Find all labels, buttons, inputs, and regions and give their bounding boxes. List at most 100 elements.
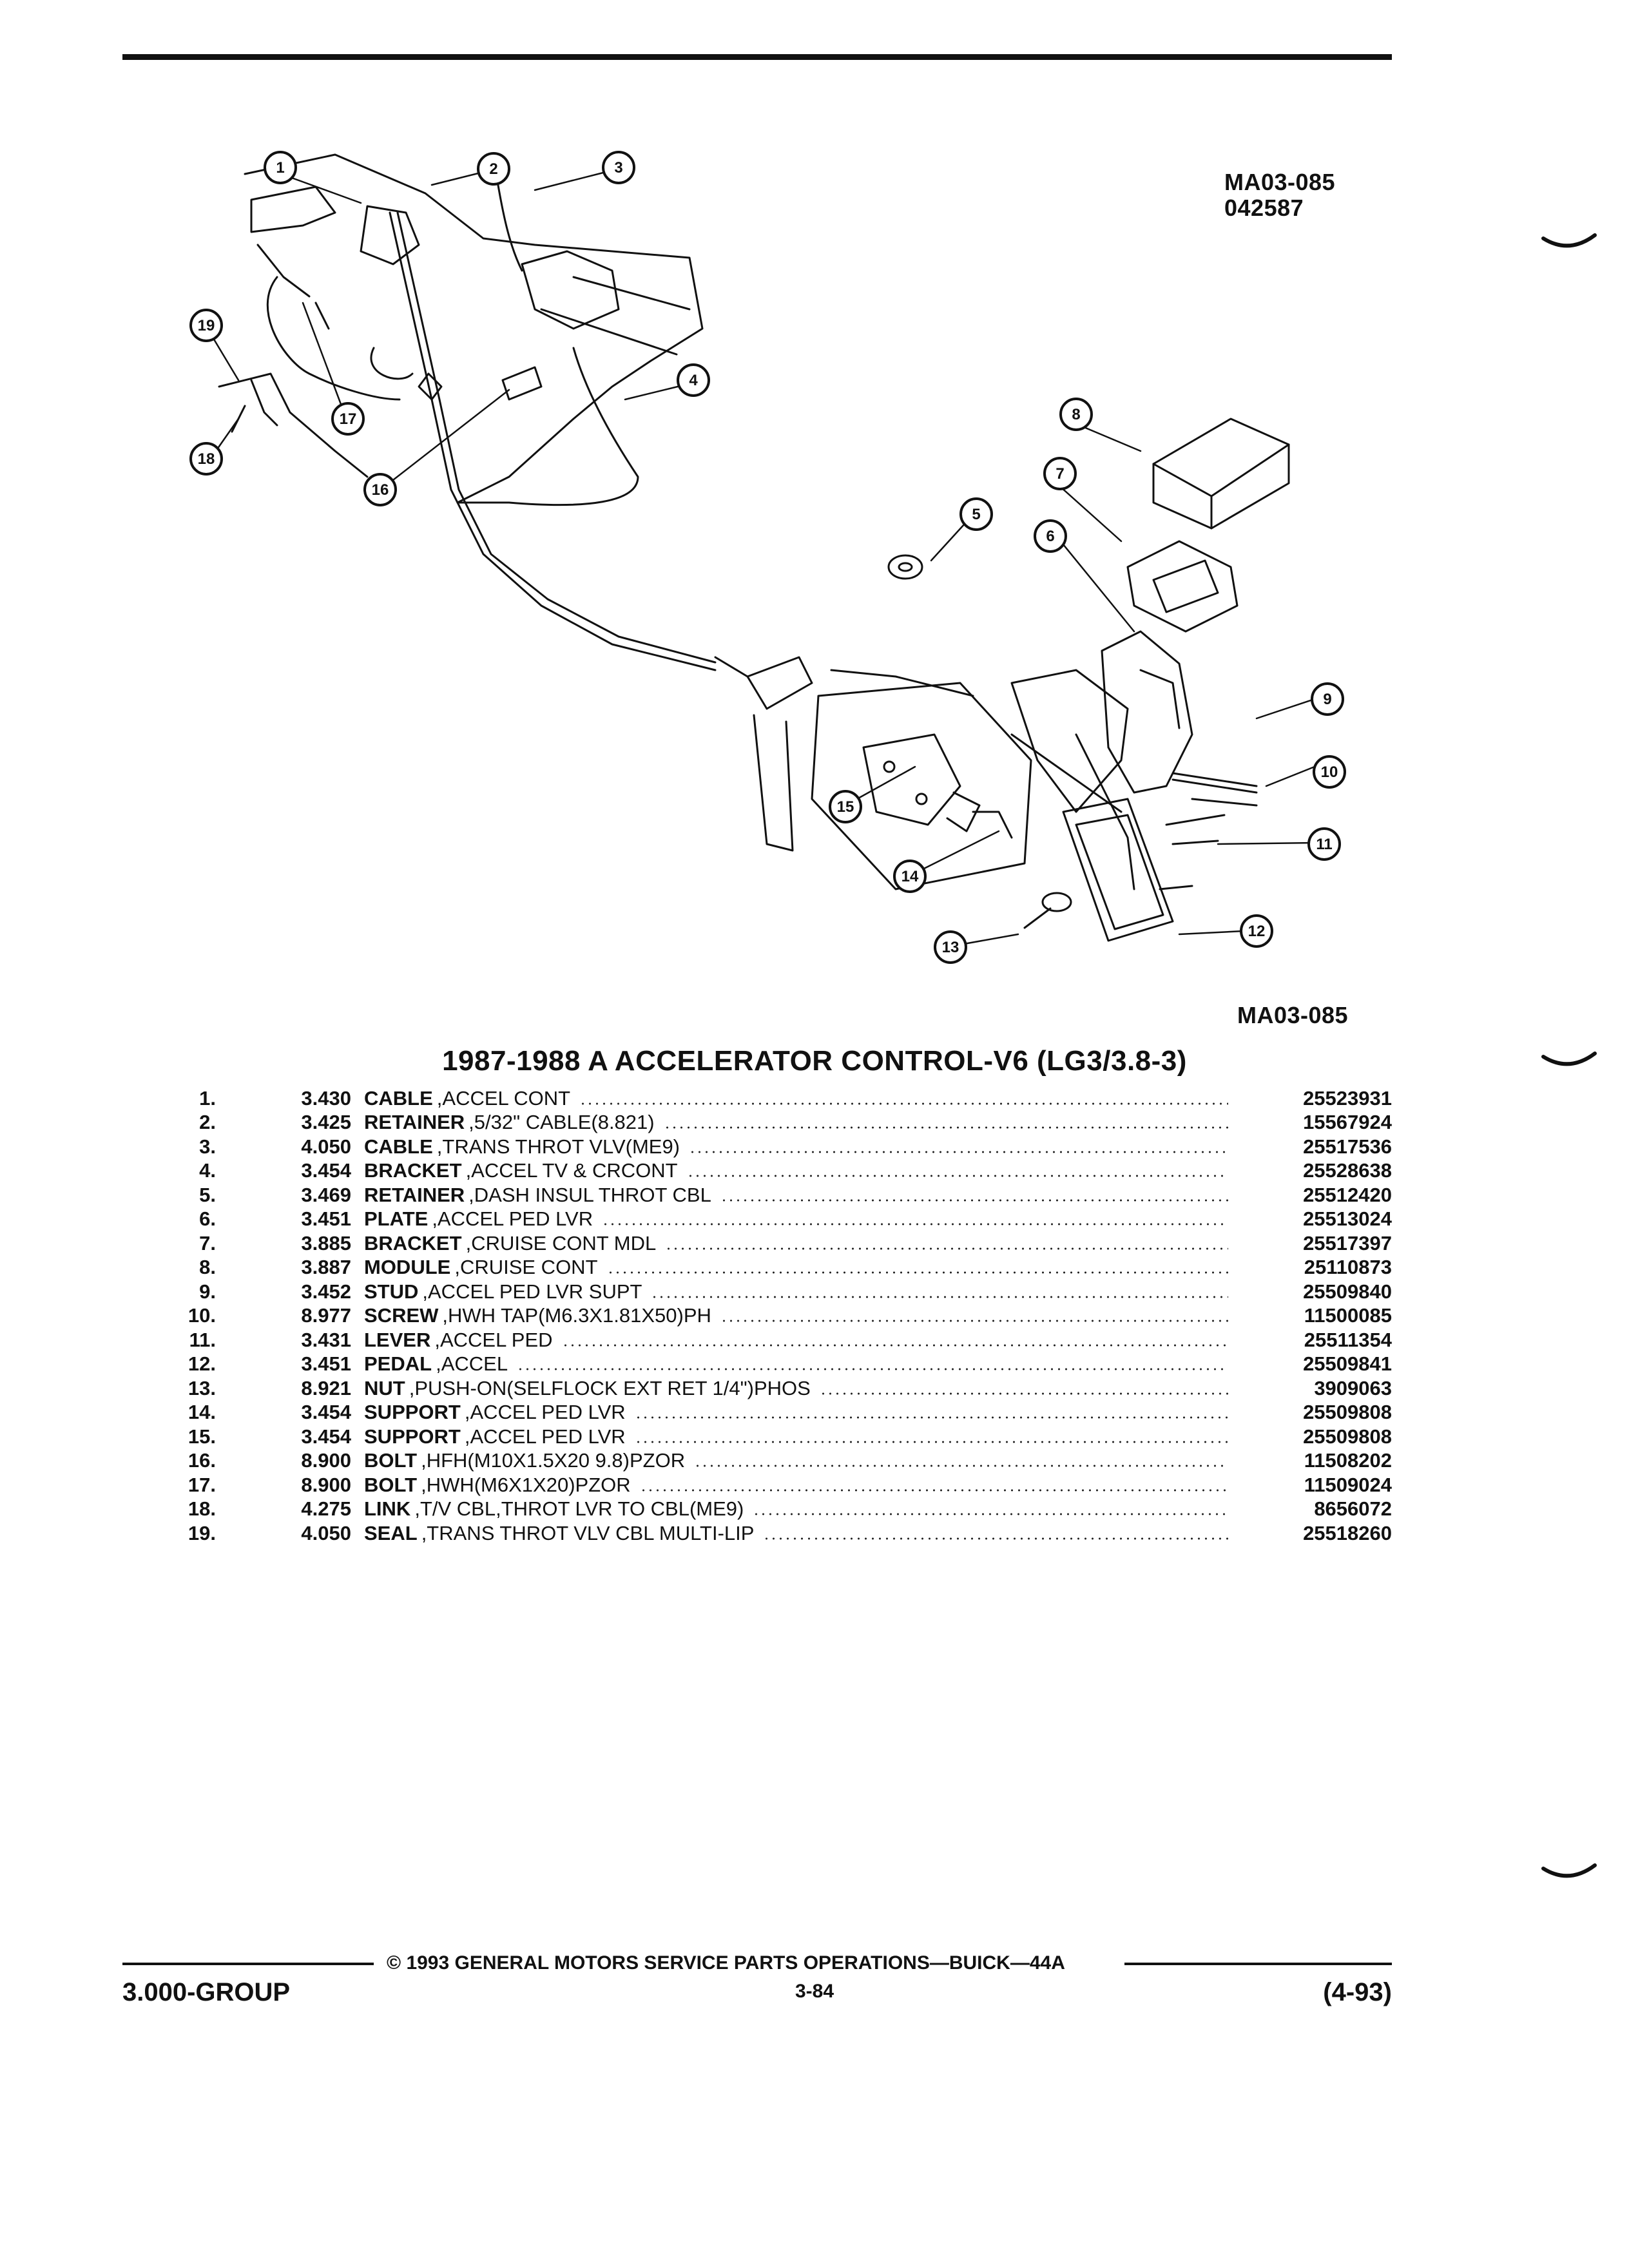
part-number-index: 2. [199, 1111, 216, 1134]
part-number-index: 12. [188, 1352, 216, 1376]
part-number-index: 3. [199, 1135, 216, 1158]
part-detail: ,ACCEL CONT [436, 1086, 571, 1110]
svg-text:19: 19 [198, 317, 215, 334]
diagram-code-top: MA03-085 [1224, 169, 1336, 195]
part-group-code: 8.977 [301, 1304, 351, 1327]
part-name: SCREW [364, 1304, 439, 1327]
part-detail: ,ACCEL PED LVR [432, 1207, 593, 1231]
part-name: BOLT [364, 1473, 418, 1496]
part-number-index: 5. [199, 1183, 216, 1206]
svg-text:18: 18 [198, 450, 215, 468]
part-detail: ,ACCEL [436, 1352, 508, 1376]
part-description: CABLE,ACCEL CONT [364, 1087, 570, 1110]
part-catalog-number: 11500085 [1304, 1304, 1392, 1327]
part-catalog-number: 25513024 [1303, 1207, 1392, 1231]
part-detail: ,TRANS THROT VLV(ME9) [436, 1135, 680, 1158]
dot-leader [689, 1150, 1228, 1153]
dot-leader [517, 1368, 1228, 1370]
part-detail: ,ACCEL TV & CRCONT [465, 1159, 678, 1182]
part-number-index: 14. [188, 1401, 216, 1424]
part-detail: ,5/32" CABLE(8.821) [468, 1111, 655, 1134]
part-number-index: 7. [199, 1231, 216, 1254]
dot-leader [665, 1247, 1228, 1250]
svg-text:14: 14 [901, 868, 919, 885]
part-catalog-number: 25110873 [1304, 1256, 1392, 1279]
part-description: STUD,ACCEL PED LVR SUPT [364, 1280, 642, 1303]
svg-text:6: 6 [1046, 528, 1054, 545]
part-detail: ,CRUISE CONT MDL [465, 1231, 657, 1254]
part-catalog-number: 25509808 [1303, 1401, 1392, 1424]
svg-text:9: 9 [1323, 691, 1331, 708]
part-group-code: 3.885 [301, 1231, 351, 1254]
page-title: 1987-1988 A ACCELERATOR CONTROL-V6 (LG3/… [442, 1045, 1187, 1077]
part-description: RETAINER,5/32" CABLE(8.821) [364, 1111, 655, 1134]
part-number-index: 17. [188, 1473, 216, 1496]
part-group-code: 3.451 [301, 1352, 351, 1376]
part-description: SCREW,HWH TAP(M6.3X1.81X50)PH [364, 1304, 711, 1327]
part-name: PEDAL [364, 1352, 432, 1376]
bolts-drawing [231, 302, 1258, 807]
dot-leader [561, 1343, 1228, 1347]
footer-rule-left [122, 1963, 374, 1965]
part-catalog-number: 25523931 [1303, 1086, 1392, 1110]
part-catalog-number: 25517397 [1303, 1231, 1392, 1254]
part-number-index: 6. [199, 1207, 216, 1231]
part-group-code: 3.451 [301, 1207, 351, 1231]
part-name: SUPPORT [364, 1401, 461, 1424]
part-description: LEVER,ACCEL PED [364, 1329, 553, 1352]
part-name: RETAINER [364, 1183, 465, 1206]
dot-leader [694, 1465, 1228, 1467]
svg-text:17: 17 [340, 410, 357, 428]
part-group-code: 4.050 [301, 1135, 351, 1158]
svg-text:16: 16 [372, 481, 389, 499]
part-description: CABLE,TRANS THROT VLV(ME9) [364, 1135, 680, 1158]
svg-text:3: 3 [614, 159, 622, 177]
part-name: PLATE [364, 1207, 429, 1231]
dot-leader [634, 1416, 1228, 1419]
part-group-code: 3.425 [301, 1111, 351, 1134]
part-row: 7. 3.885 BRACKET,CRUISE CONT MDL 25517397 [155, 1231, 1392, 1256]
part-group-code: 8.921 [301, 1376, 351, 1399]
part-detail: ,ACCEL PED LVR SUPT [422, 1280, 642, 1303]
svg-text:12: 12 [1248, 923, 1266, 940]
svg-text:7: 7 [1055, 465, 1064, 483]
dot-leader [663, 1126, 1228, 1129]
dot-leader [686, 1175, 1228, 1177]
exploded-parts-diagram: 1 2 3 4 5 6 7 8 9 10 11 12 13 14 15 16 1… [189, 151, 1346, 964]
part-number-index: 9. [199, 1280, 216, 1303]
part-detail: ,ACCEL PED LVR [464, 1425, 626, 1448]
part-name: BRACKET [364, 1231, 462, 1254]
diagram-code-bottom: MA03-085 [1237, 1002, 1349, 1028]
part-catalog-number: 11508202 [1304, 1449, 1392, 1472]
dot-leader [651, 1295, 1228, 1298]
part-description: PLATE,ACCEL PED LVR [364, 1207, 593, 1231]
part-description: PEDAL,ACCEL [364, 1352, 508, 1376]
top-rule [122, 54, 1392, 60]
part-catalog-number: 25511354 [1304, 1328, 1392, 1351]
part-name: LEVER [364, 1328, 431, 1351]
part-number-index: 1. [199, 1086, 216, 1110]
page-number: 3-84 [795, 1981, 834, 2002]
part-name: BRACKET [364, 1159, 462, 1182]
footer-copyright-line: © 1993 GENERAL MOTORS SERVICE PARTS OPER… [122, 1952, 1392, 1975]
part-description: BOLT,HFH(M10X1.5X20 9.8)PZOR [364, 1449, 685, 1472]
part-name: SUPPORT [364, 1425, 461, 1448]
part-description: NUT,PUSH-ON(SELFLOCK EXT RET 1/4")PHOS [364, 1377, 811, 1400]
part-detail: ,PUSH-ON(SELFLOCK EXT RET 1/4")PHOS [409, 1376, 811, 1399]
part-group-code: 4.050 [301, 1521, 351, 1544]
part-detail: ,TRANS THROT VLV CBL MULTI-LIP [421, 1521, 755, 1544]
svg-text:10: 10 [1321, 764, 1338, 781]
push-on-nut-drawing [1041, 892, 1072, 912]
part-number-index: 18. [188, 1497, 216, 1521]
dot-leader [634, 1440, 1228, 1443]
firewall-area [714, 656, 1032, 890]
part-description: LINK,T/V CBL,THROT LVR TO CBL(ME9) [364, 1497, 744, 1521]
